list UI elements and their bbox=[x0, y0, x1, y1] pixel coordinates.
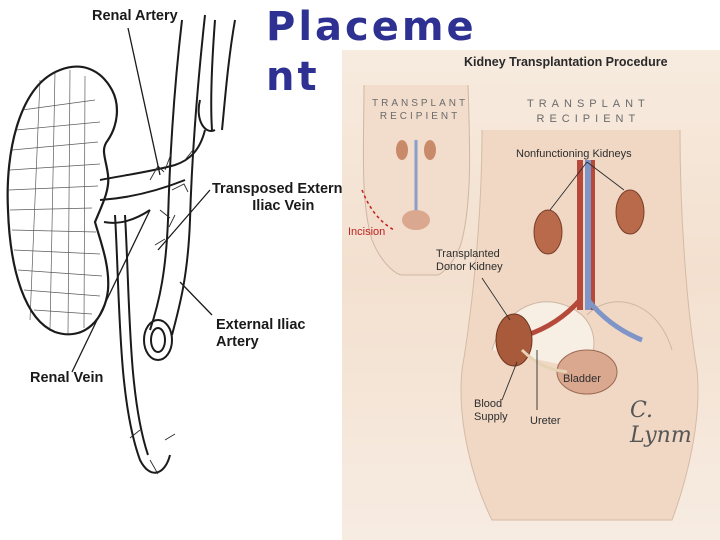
label-nonfunctioning-kidneys: Nonfunctioning Kidneys bbox=[516, 148, 632, 161]
label-bladder: Bladder bbox=[563, 373, 601, 386]
label-external-iliac-artery: External Iliac Artery bbox=[216, 317, 305, 351]
label-transposed-vein: Transposed External Iliac Vein bbox=[212, 181, 355, 215]
artist-signature: C. Lynm bbox=[630, 398, 720, 448]
label-renal-vein: Renal Vein bbox=[30, 370, 103, 387]
main-caption: TRANSPLANT RECIPIENT bbox=[527, 97, 650, 127]
label-ureter: Ureter bbox=[530, 415, 561, 428]
label-donor-kidney: Transplanted Donor Kidney bbox=[436, 248, 503, 274]
label-incision: Incision bbox=[348, 226, 385, 238]
label-blood-supply: Blood Supply bbox=[474, 398, 508, 424]
illustration-heading: Kidney Transplantation Procedure bbox=[464, 55, 668, 69]
inset-caption: TRANSPLANT RECIPIENT bbox=[372, 97, 468, 123]
label-renal-artery: Renal Artery bbox=[92, 8, 178, 25]
